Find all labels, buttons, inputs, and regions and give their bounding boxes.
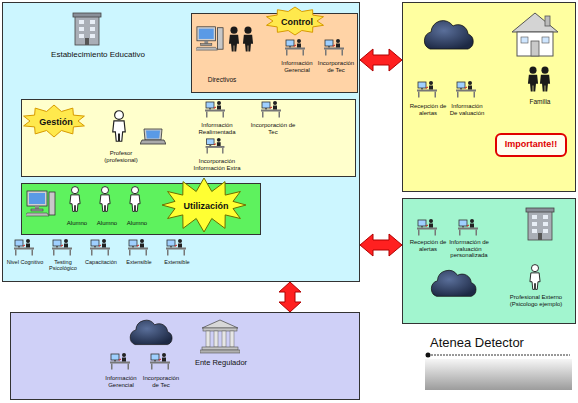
- icon-caption: Familia: [523, 98, 557, 105]
- icon-caption: Ente Regulador: [181, 359, 261, 367]
- diagram-label: Atenea Detector: [430, 336, 524, 351]
- icon-caption: Testing Psicológico: [44, 259, 82, 271]
- detector-dot: [426, 353, 431, 358]
- cloud-icon: [424, 21, 473, 49]
- icon-caption: Extensible: [120, 259, 158, 265]
- icon-caption: Información Gerencial: [101, 375, 141, 388]
- external-panel: Recepción de alertasInformación de valua…: [402, 198, 576, 324]
- icon-caption: Incorporación de Tec: [317, 60, 355, 73]
- person-icon: [130, 187, 140, 212]
- cloud-icon: [431, 270, 476, 296]
- icon-caption: Profesor (profesional): [97, 150, 145, 163]
- desk-icon: [128, 239, 148, 256]
- icon-caption: Alumno: [122, 220, 152, 227]
- icon-caption: Extensible: [158, 259, 196, 265]
- icon-caption: Establecimiento Educativo: [43, 51, 153, 60]
- desk-icon: [52, 239, 72, 256]
- desk-icon: [166, 239, 186, 256]
- detector-bar: [425, 359, 572, 390]
- heading-text: Utilización: [180, 202, 232, 212]
- icon-caption: Incorporación de Tec: [250, 122, 296, 135]
- icon-caption: Recepción de alertas: [409, 103, 447, 116]
- double-arrow: [360, 234, 402, 256]
- computer-icon: [25, 191, 55, 216]
- school-building: [73, 13, 101, 45]
- desk-icon: [417, 81, 437, 98]
- computer-icon: [195, 27, 223, 50]
- laptop-icon: [140, 129, 166, 144]
- house-icon: [512, 13, 558, 56]
- person-icon: [540, 67, 550, 92]
- starburst-group: [24, 7, 324, 232]
- double-arrow: [360, 49, 402, 71]
- detector-line: [428, 355, 570, 356]
- person-icon: [243, 27, 253, 52]
- person-icon: [100, 187, 110, 212]
- heading-text: Gestión: [34, 118, 78, 128]
- icon-caption: Incorporación de Tec: [141, 375, 181, 388]
- icon-caption: Información de valuación personalizada: [447, 239, 491, 259]
- icon-caption: Nivel Cognitivo: [6, 259, 44, 265]
- desk-icon: [324, 39, 344, 56]
- starburst: [24, 105, 85, 137]
- school-panel: Establecimiento EducativoNivel Cognitivo…: [2, 2, 360, 282]
- heading-text: Control: [277, 18, 317, 28]
- icon-caption: Capacitación: [82, 259, 120, 265]
- person-icon: [229, 27, 239, 52]
- person-icon: [70, 187, 80, 212]
- family-panel: Recepción de alertasInformación De valua…: [402, 2, 576, 192]
- desk-icon: [285, 39, 305, 56]
- person-icon: [530, 265, 540, 290]
- heading-text: Importante!!: [498, 140, 564, 150]
- starburst: [162, 178, 246, 232]
- person-icon: [528, 67, 538, 92]
- icon-caption: Profesional Externo (Psicologo ejemplo): [503, 294, 569, 307]
- icon-caption: Alumno: [62, 220, 92, 227]
- desk-icon: [90, 239, 110, 256]
- icon-caption: Incorporación Información Extra: [187, 158, 247, 171]
- icon-caption: Alumno: [92, 220, 122, 227]
- desk-icon: [206, 138, 225, 154]
- person-icon: [113, 111, 126, 142]
- desk-icon: [205, 101, 225, 118]
- bank-icon: [200, 320, 240, 353]
- starburst: [267, 7, 324, 35]
- office-building: [526, 208, 554, 240]
- usage-band: AlumnoAlumnoAlumnoUtilización: [21, 183, 261, 235]
- icon-caption: Recepción de alertas: [409, 239, 447, 252]
- desk-icon: [417, 219, 437, 236]
- desk-icon: [110, 353, 130, 370]
- desk-icon: [150, 353, 170, 370]
- icon-caption: Información Realimentada: [192, 122, 242, 135]
- desk-icon: [261, 101, 281, 118]
- double-arrow: [279, 282, 301, 312]
- desk-icon: [458, 219, 478, 236]
- regulator-panel: Ente ReguladorInformación GerencialIncor…: [10, 312, 360, 400]
- icon-caption: Información De valuación: [447, 103, 487, 116]
- management-box: GestiónProfesor (profesional) Información…: [21, 99, 356, 177]
- cloud-icon: [130, 320, 172, 344]
- icon-caption: Directivos: [202, 76, 242, 83]
- control-box: ControlDirectivos Información GerencialIn…: [191, 13, 358, 93]
- icon-caption: Información Gerencial: [277, 60, 317, 73]
- desk-icon: [456, 81, 476, 98]
- desk-icon: [14, 239, 34, 256]
- warning-box: Importante!!: [495, 133, 567, 157]
